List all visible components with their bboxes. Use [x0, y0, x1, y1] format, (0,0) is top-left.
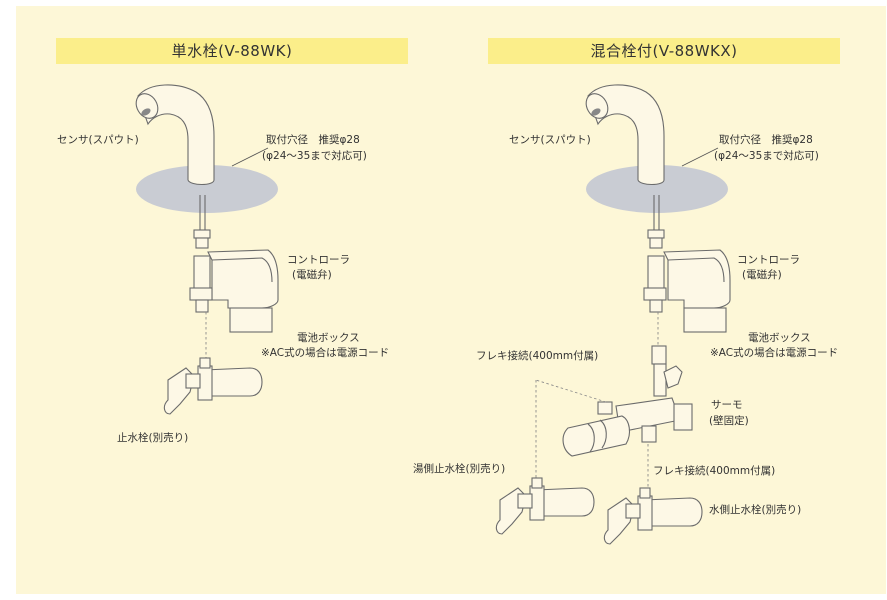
- right-thermo-label-2: (壁固定): [709, 415, 749, 427]
- left-controller-label-1: コントローラ: [287, 254, 350, 266]
- right-cold-stop-valve: [603, 487, 703, 545]
- left-stop-valve-label: 止水栓(別売り): [117, 432, 189, 444]
- right-battery-label-2: ※AC式の場合は電源コード: [710, 347, 839, 359]
- right-sensor-label: センサ(スパウト): [509, 134, 591, 146]
- right-controller-label-1: コントローラ: [737, 254, 800, 266]
- right-flex-bottom-label: フレキ接続(400mm付属): [653, 465, 776, 477]
- right-hot-stop-valve: [495, 477, 595, 535]
- right-assembly: [495, 84, 731, 545]
- left-hole-label-2: (φ24〜35まで対応可): [262, 150, 367, 162]
- right-title: 混合栓付(V-88WKX): [488, 38, 840, 64]
- right-hole-label-2: (φ24〜35まで対応可): [714, 150, 819, 162]
- right-controller-label-2: (電磁弁): [742, 269, 782, 281]
- right-cold-valve-label: 水側止水栓(別売り): [709, 504, 802, 516]
- right-flex-top-label: フレキ接続(400mm付属): [476, 350, 599, 362]
- right-thermo-mixer: [562, 345, 693, 457]
- left-controller-label-2: (電磁弁): [292, 269, 332, 281]
- left-counter-disc: [136, 165, 278, 213]
- left-battery-label-1: 電池ボックス: [297, 332, 360, 344]
- left-battery-label-2: ※AC式の場合は電源コード: [261, 347, 390, 359]
- left-hole-label-1: 取付穴径 推奨φ28: [266, 134, 360, 146]
- left-sensor-head: [135, 93, 159, 119]
- right-hole-label-1: 取付穴径 推奨φ28: [719, 134, 813, 146]
- right-thermo-label-1: サーモ: [711, 399, 743, 411]
- left-sensor-label: センサ(スパウト): [57, 134, 139, 146]
- left-title: 単水栓(V-88WK): [56, 38, 408, 64]
- left-stop-valve: [163, 357, 263, 415]
- right-hot-valve-label: 湯側止水栓(別売り): [413, 463, 506, 475]
- right-battery-label-1: 電池ボックス: [748, 332, 811, 344]
- left-assembly: [135, 84, 279, 415]
- right-counter-disc: [586, 165, 728, 213]
- right-sensor-head: [585, 93, 609, 119]
